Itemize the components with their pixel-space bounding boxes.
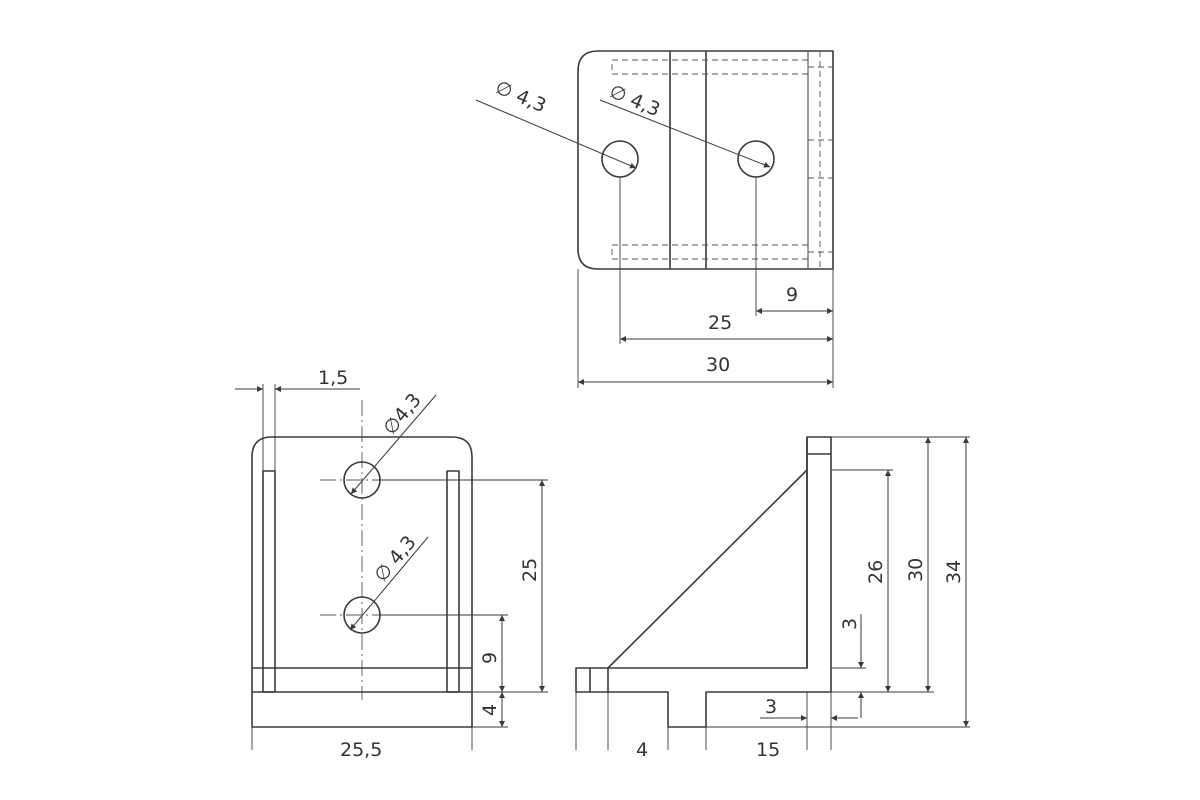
front-hole-bottom-label: ∅ 4,3 [370, 532, 421, 587]
dimension-30: 30 [905, 558, 927, 582]
dimension-9: 9 [786, 284, 798, 306]
side-view-gusset [607, 469, 808, 669]
top-hole-right-label: ∅ 4,3 [606, 80, 663, 121]
front-view-slot-left [262, 470, 276, 693]
top-view-hidden-slot-lower [611, 244, 809, 260]
leader-line [350, 394, 437, 495]
dimension-9: 9 [479, 652, 501, 664]
dimension-3-horizontal: 3 [765, 696, 777, 718]
side-view: 26 30 34 3 3 4 15 [575, 436, 970, 761]
dimension-3-vertical: 3 [839, 618, 861, 630]
leader-line [475, 99, 637, 169]
dimension-26: 26 [865, 560, 887, 584]
top-hole-left-label: ∅ 4,3 [492, 76, 549, 117]
leader-line [599, 99, 771, 168]
dimension-4: 4 [479, 704, 501, 716]
top-view-hidden-slot-upper [611, 59, 809, 75]
dimension-1-5: 1,5 [318, 367, 348, 389]
top-view-hole-left [601, 140, 639, 178]
top-view-hole-right [737, 140, 775, 178]
dimension-30: 30 [706, 354, 730, 376]
dimension-25-5: 25,5 [340, 739, 382, 761]
front-view-slot-right [446, 470, 460, 693]
side-view-outline [575, 436, 832, 728]
dimension-4: 4 [636, 739, 648, 761]
top-view-outline [577, 50, 834, 270]
dimension-34: 34 [943, 560, 965, 584]
dimension-25: 25 [519, 558, 541, 582]
front-view: ∅4,3 ∅ 4,3 1,5 25 9 4 25,5 [235, 367, 548, 761]
top-view: ∅ 4,3 ∅ 4,3 9 25 30 [475, 50, 834, 388]
dimension-15: 15 [756, 739, 780, 761]
dimension-25: 25 [708, 312, 732, 334]
leader-line [349, 536, 429, 631]
